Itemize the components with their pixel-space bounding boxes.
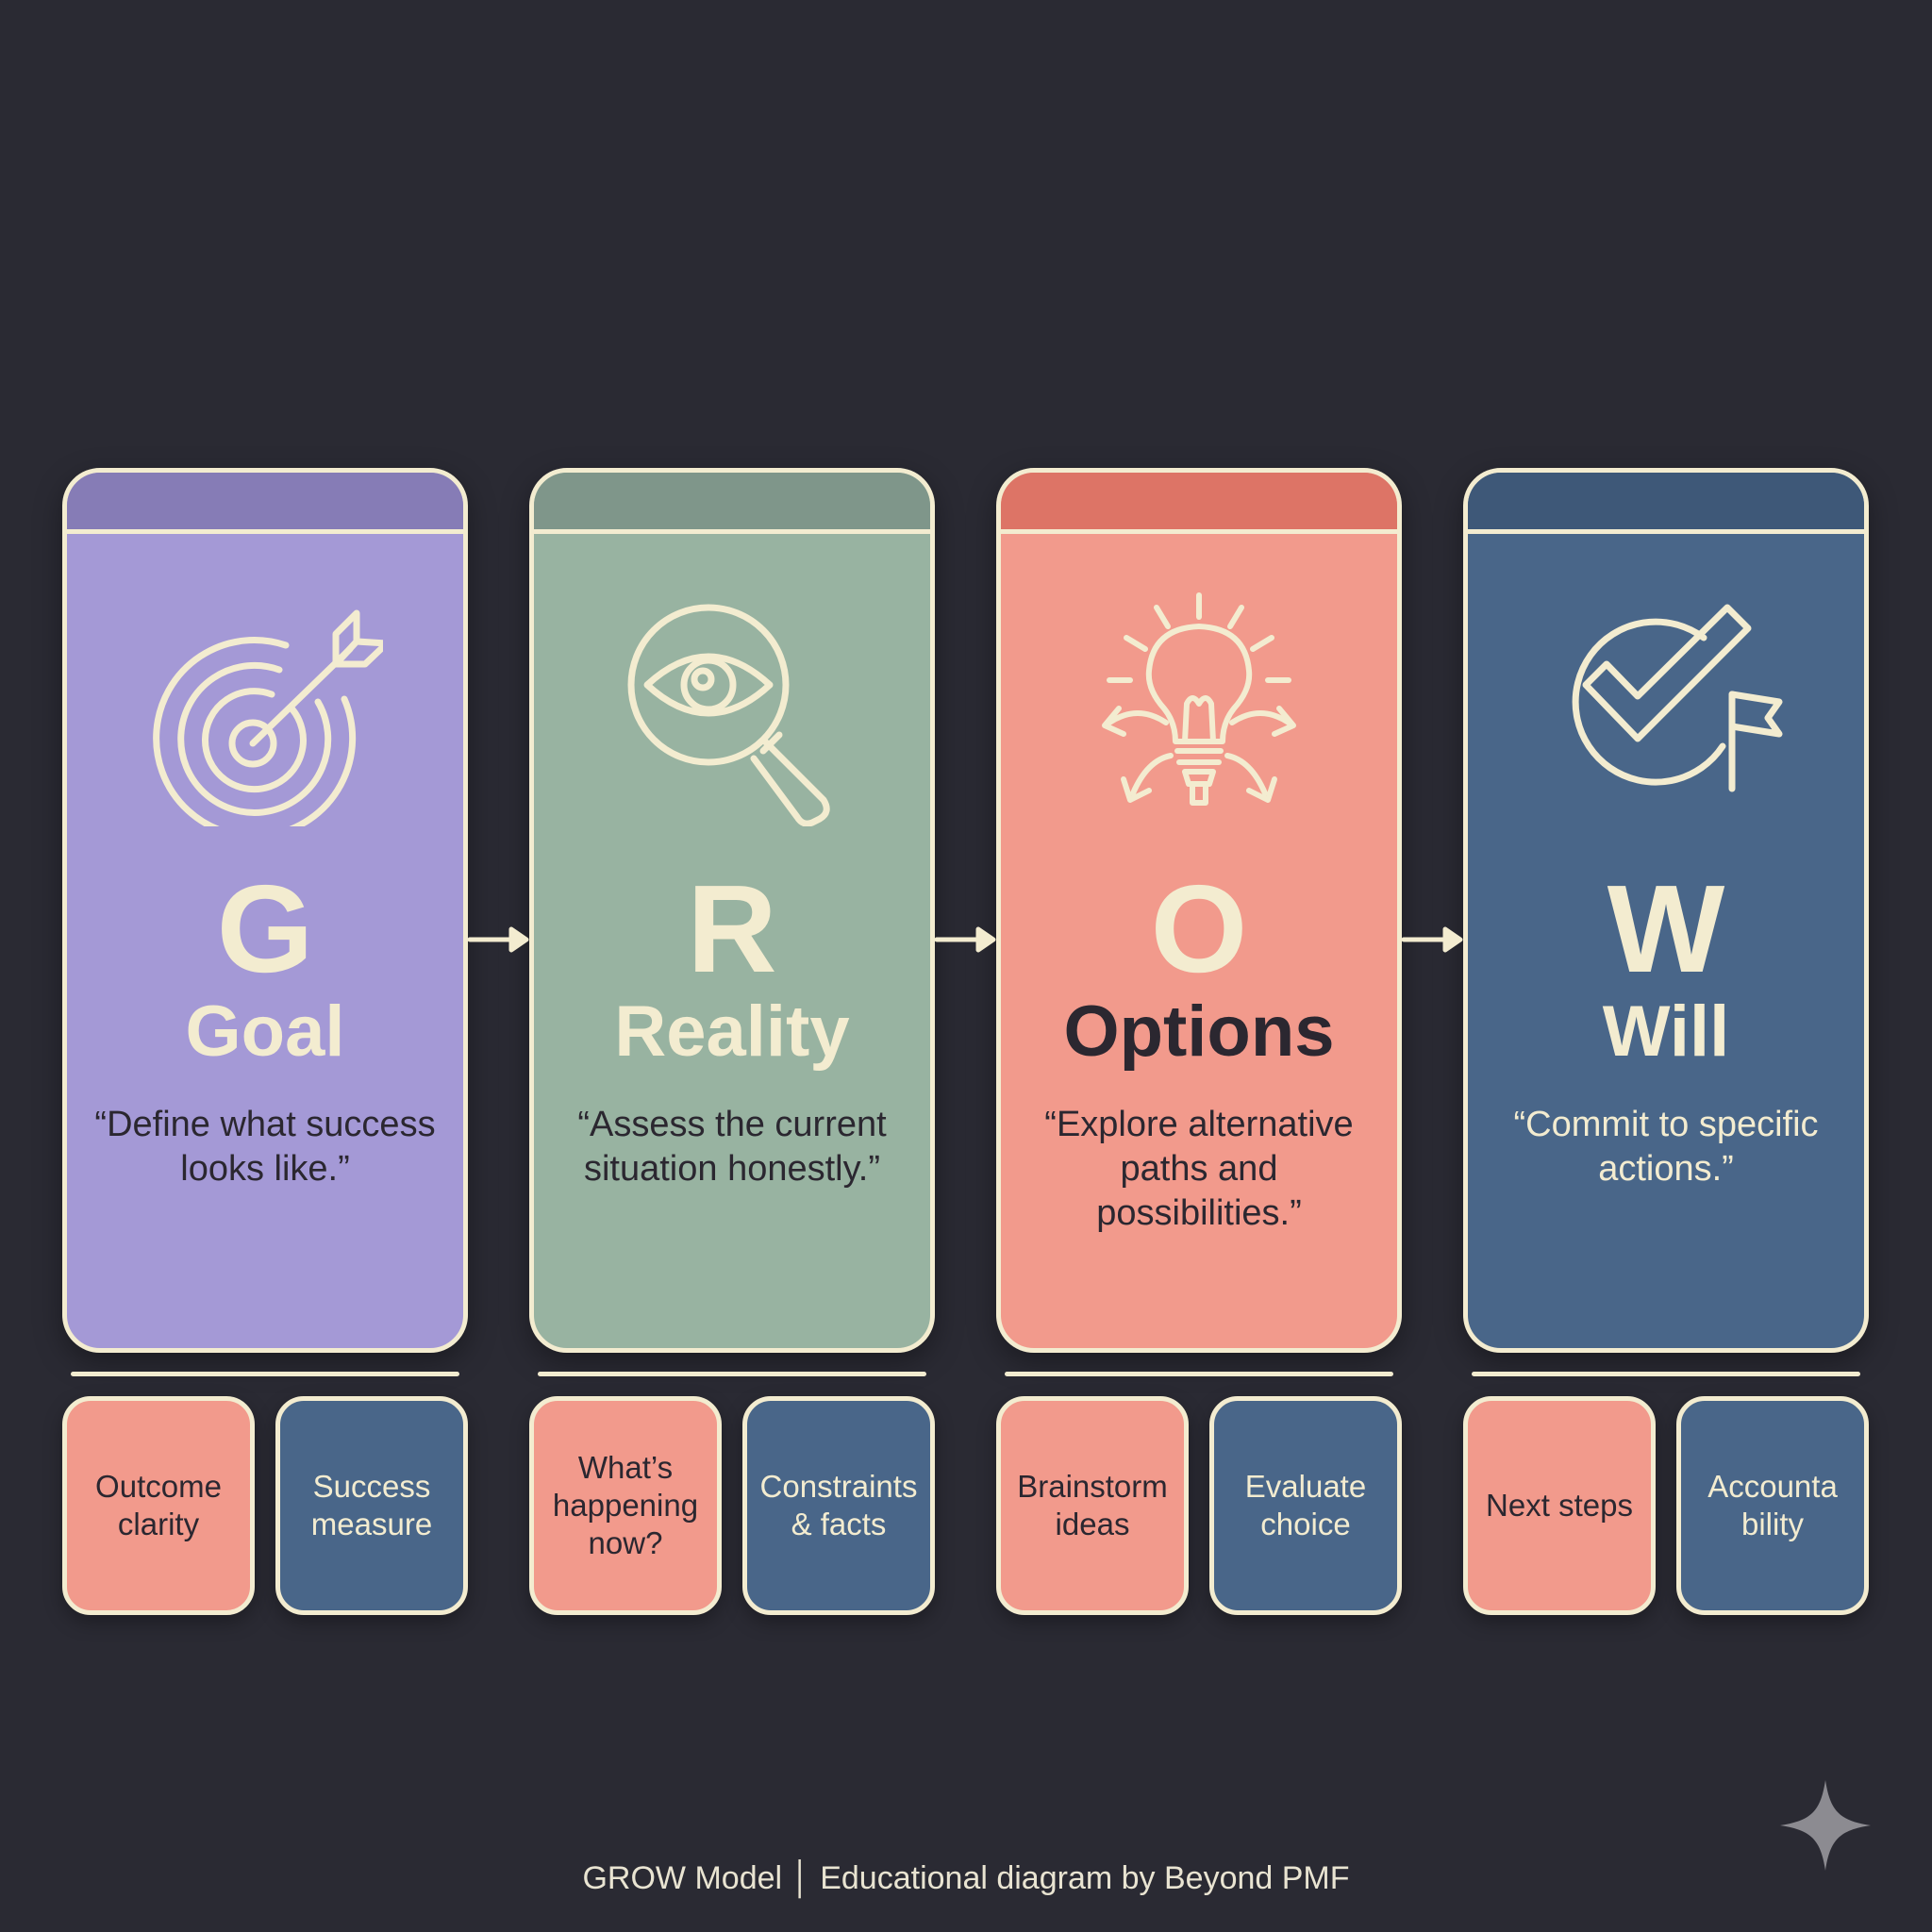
will-card: W Will “Commit to specific actions.” [1463,468,1869,1353]
reality-card: R Reality “Assess the current situation … [529,468,935,1353]
arrow-right-icon [1402,926,1463,953]
lightbulb-arrows-icon [1102,592,1296,806]
check-flag-icon [1572,604,1783,792]
will-quote: “Commit to specific actions.” [1513,1105,1819,1189]
will-letter: W [1607,859,1725,998]
goal-card-header [67,473,463,534]
options-quote: “Explore alternative paths and possibili… [1044,1105,1354,1233]
goal-title: Goal [185,991,345,1072]
arrow-right-icon [935,926,996,953]
options-tile-brainstorm: Brainstorm ideas [996,1396,1189,1615]
footer-caption: GROW Model │ Educational diagram by Beyo… [582,1860,1350,1896]
reality-card-header [534,473,930,534]
options-card-header [1001,473,1397,534]
reality-quote: “Assess the current situation honestly.” [577,1105,887,1189]
reality-letter: R [687,859,777,998]
options-letter: O [1150,859,1248,998]
goal-tile-outcome-clarity: Outcome clarity [62,1396,255,1615]
will-tile-next-steps: Next steps [1463,1396,1656,1615]
sparkle-icon [1780,1780,1871,1871]
target-arrow-icon [153,609,383,826]
will-title: Will [1602,991,1730,1072]
reality-divider [538,1372,926,1376]
magnifier-eye-icon [627,604,830,826]
goal-quote: “Define what success looks like.” [94,1105,436,1189]
goal-divider [71,1372,459,1376]
options-tile-evaluate: Evaluate choice [1209,1396,1402,1615]
goal-card: G Goal “Define what success looks like.” [62,468,468,1353]
will-divider [1472,1372,1860,1376]
options-title: Options [1063,991,1335,1072]
reality-title: Reality [614,991,850,1072]
goal-tile-success-measure: Success measure [275,1396,468,1615]
reality-tile-constraints: Constraints & facts [742,1396,935,1615]
reality-tile-whats-happening: What’s happening now? [529,1396,722,1615]
options-card: O Options “Explore alternative paths and… [996,468,1402,1353]
arrow-right-icon [468,926,529,953]
options-divider [1005,1372,1393,1376]
will-tile-accountability: Accounta bility [1676,1396,1869,1615]
goal-letter: G [216,859,314,998]
will-card-header [1468,473,1864,534]
